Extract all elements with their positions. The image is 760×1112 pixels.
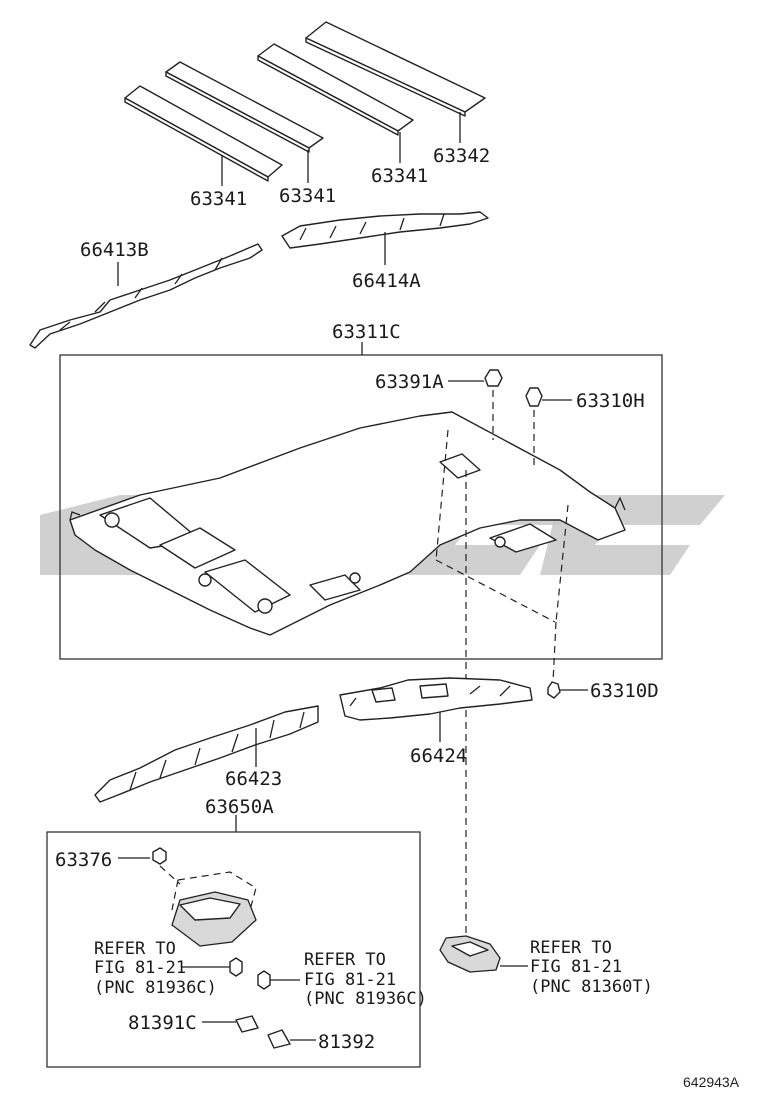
part-66424 <box>339 677 533 721</box>
ref2-line2: FIG 81-21 <box>304 970 396 990</box>
label-63310D: 63310D <box>590 680 659 702</box>
ref3-line1: REFER TO <box>530 938 612 958</box>
label-81392: 81392 <box>318 1031 375 1053</box>
label-66413B: 66413B <box>80 239 149 261</box>
label-63342: 63342 <box>433 145 490 167</box>
diagram-id: 642943A <box>683 1074 740 1090</box>
part-66413B <box>29 243 263 349</box>
clip-63391A <box>484 369 503 387</box>
label-66414A: 66414A <box>352 270 421 292</box>
ref1-line2: FIG 81-21 <box>94 958 186 978</box>
headlining-63311C <box>69 411 626 636</box>
map-lamp-housing <box>171 871 257 947</box>
label-63341-b: 63341 <box>279 185 336 207</box>
label-63310H: 63310H <box>576 390 645 412</box>
label-66423: 66423 <box>225 768 282 790</box>
label-63650A: 63650A <box>205 796 274 818</box>
ref3-line3: (PNC 81360T) <box>530 977 653 997</box>
part-66414A <box>281 211 489 249</box>
clip-81391C <box>235 1015 259 1033</box>
ref2-line3: (PNC 81936C) <box>304 989 427 1009</box>
label-63341-c: 63341 <box>371 165 428 187</box>
ref2-line1: REFER TO <box>304 950 386 970</box>
label-63391A: 63391A <box>375 371 444 393</box>
room-lamp <box>439 935 501 973</box>
clip-63310D <box>547 681 561 699</box>
pad-63341-c <box>257 43 414 136</box>
pad-63342 <box>305 21 486 117</box>
ref1-line1: REFER TO <box>94 939 176 959</box>
clip-63310H <box>525 387 543 407</box>
label-63341-a: 63341 <box>190 188 247 210</box>
label-66424: 66424 <box>410 745 467 767</box>
bulb-81936C-b <box>257 970 271 990</box>
headlining-assembly-box <box>59 354 663 660</box>
clip-81392 <box>267 1029 291 1049</box>
label-63376: 63376 <box>55 849 112 871</box>
screw-63376 <box>152 847 167 865</box>
pad-63341-b <box>165 61 324 153</box>
part-66423 <box>94 705 319 803</box>
label-63311C: 63311C <box>332 321 401 343</box>
pad-63341-a <box>124 85 283 182</box>
bulb-81936C-a <box>229 957 243 977</box>
map-lamp-assembly-box <box>46 831 421 1068</box>
ref3-line2: FIG 81-21 <box>530 957 622 977</box>
label-81391C: 81391C <box>128 1012 197 1034</box>
ref1-line3: (PNC 81936C) <box>94 978 217 998</box>
